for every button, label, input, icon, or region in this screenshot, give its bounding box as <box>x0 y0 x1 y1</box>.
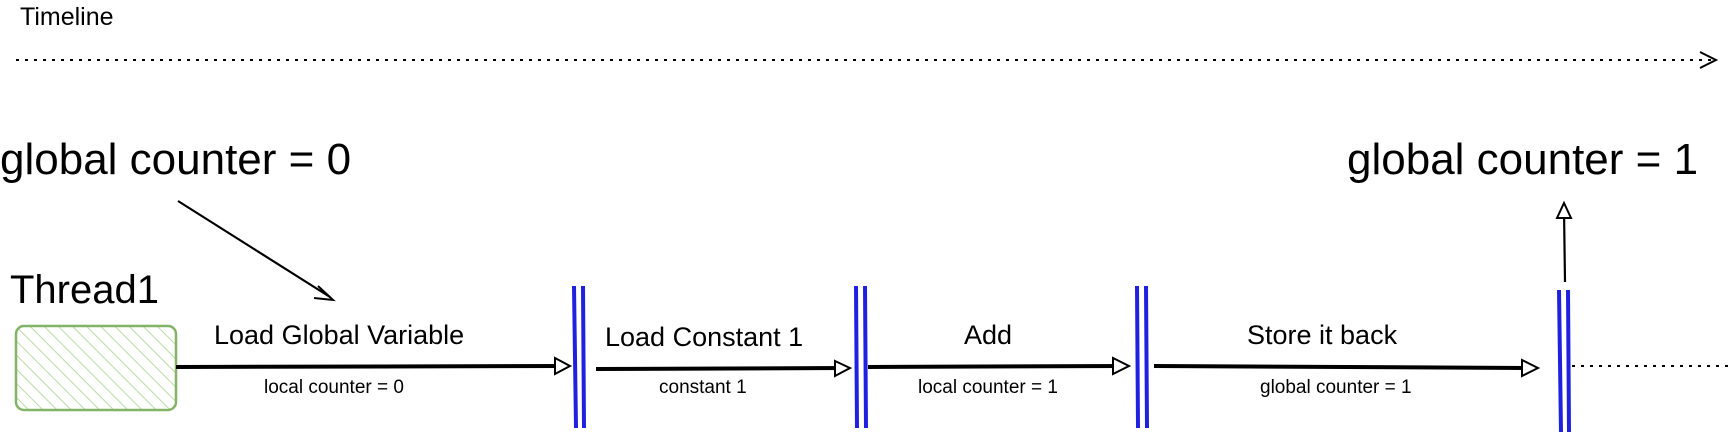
step-title-1: Load Global Variable <box>214 320 465 350</box>
thread-box <box>14 324 178 412</box>
start-state-label: global counter = 0 <box>0 135 352 184</box>
step-divider-1 <box>572 285 586 429</box>
step-note-1: local counter = 0 <box>264 377 404 398</box>
step-note-3: local counter = 1 <box>918 377 1058 398</box>
flow-arrow-3 <box>867 356 1132 376</box>
step-divider-3 <box>1135 285 1149 429</box>
thread-label: Thread1 <box>10 268 159 312</box>
end-state-label: global counter = 1 <box>1347 135 1699 184</box>
flow-arrow-4 <box>1153 358 1541 378</box>
result-arrow <box>1555 200 1573 283</box>
step-title-4: Store it back <box>1247 320 1398 350</box>
step-title-2: Load Constant 1 <box>605 322 804 352</box>
timeline-arrow <box>16 51 1719 69</box>
step-note-2: constant 1 <box>659 377 747 398</box>
step-divider-2 <box>854 285 868 429</box>
step-title-3: Add <box>964 320 1013 350</box>
timeline-label: Timeline <box>20 3 114 31</box>
pointer-arrow <box>177 200 336 302</box>
step-divider-4 <box>1557 289 1571 432</box>
step-note-4: global counter = 1 <box>1260 377 1412 398</box>
flow-arrow-1 <box>175 356 573 376</box>
flow-arrow-2 <box>595 359 853 378</box>
